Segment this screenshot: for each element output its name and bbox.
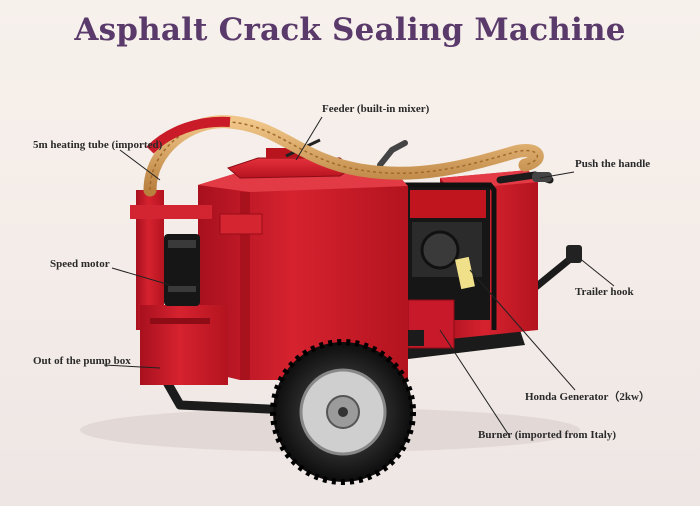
label-trailer-hook: Trailer hook: [575, 286, 634, 298]
push-handle: [496, 171, 554, 184]
leader-burner: [439, 329, 511, 438]
speed-motor: [164, 234, 200, 306]
handle-lever: [377, 140, 408, 168]
heating-tube: [143, 115, 544, 197]
leader-generator: [469, 269, 576, 391]
honda-generator: [404, 182, 497, 330]
leader-trailer-hook: [577, 256, 615, 287]
label-generator: Honda Generator（2kw）: [525, 391, 650, 403]
label-heating-tube: 5m heating tube (imported): [33, 139, 163, 151]
pump-assembly: [130, 190, 228, 385]
label-burner: Burner (imported from Italy): [478, 429, 616, 441]
leader-pump-box: [103, 364, 161, 369]
leader-feeder: [295, 116, 323, 161]
trailer-hook: [566, 245, 582, 263]
label-feeder: Feeder (built-in mixer): [322, 103, 430, 115]
label-speed-motor: Speed motor: [50, 258, 110, 270]
wheel: [270, 339, 416, 485]
main-tank: [198, 172, 408, 380]
leader-push-handle: [539, 171, 575, 179]
label-pump-box: Out of the pump box: [33, 355, 131, 367]
label-push-handle: Push the handle: [575, 158, 651, 170]
leader-speed-motor: [111, 267, 171, 286]
leader-lines: [103, 116, 615, 438]
diagram-title: Asphalt Crack Sealing Machine: [74, 12, 626, 48]
leader-heating-tube: [119, 149, 161, 181]
